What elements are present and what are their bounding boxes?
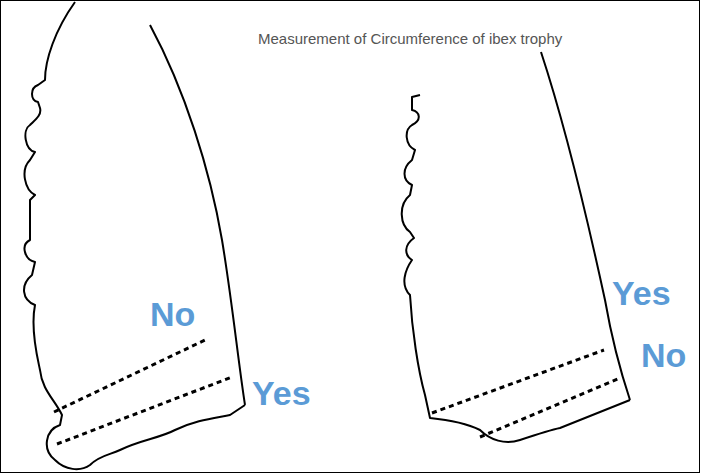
measure-label: Yes	[252, 376, 311, 410]
dotted-line	[54, 340, 205, 412]
measure-lines	[432, 350, 620, 437]
dotted-line	[432, 350, 604, 413]
dotted-line	[480, 378, 620, 437]
horn-inner-edge	[150, 25, 245, 405]
right-horn	[402, 52, 630, 442]
title: Measurement of Circumference of ibex tro…	[258, 31, 562, 46]
measure-label: No	[641, 338, 686, 372]
measure-label: Yes	[612, 276, 671, 310]
measure-label: No	[150, 297, 195, 331]
horn-outline	[24, 2, 245, 469]
horn-outline	[402, 95, 630, 442]
dotted-line	[57, 377, 232, 444]
horn-inner-edge	[541, 52, 630, 400]
measure-lines	[54, 340, 232, 444]
left-horn	[24, 2, 245, 469]
